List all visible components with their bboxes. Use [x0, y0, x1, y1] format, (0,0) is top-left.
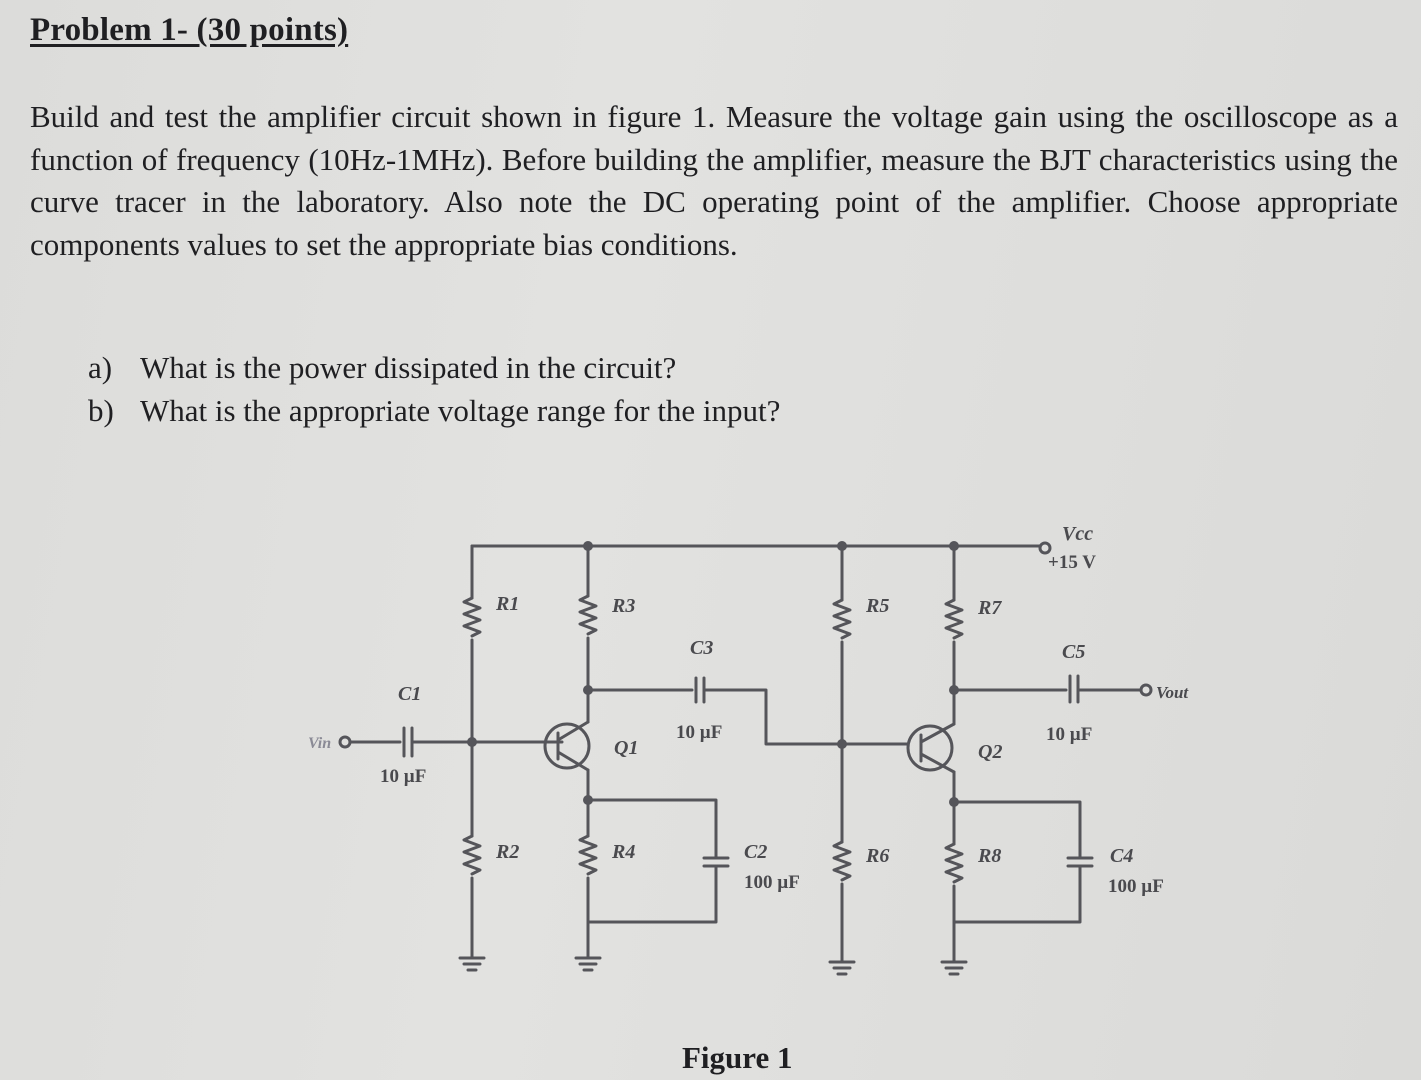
c3-value: 10 µF [676, 722, 722, 743]
question-a: a) What is the power dissipated in the c… [88, 346, 780, 389]
c1-value: 10 µF [380, 766, 426, 787]
figure-caption: Figure 1 [682, 1040, 793, 1075]
r3-label: R3 [611, 595, 635, 617]
vout-label: Vout [1156, 683, 1189, 702]
junction-dot [583, 795, 593, 805]
r7-label: R7 [977, 597, 1002, 619]
junction-dot [949, 685, 959, 695]
question-list: a) What is the power dissipated in the c… [88, 346, 780, 432]
resistor-r6 [832, 840, 852, 882]
question-b: b) What is the appropriate voltage range… [88, 389, 780, 432]
junction-dot [467, 737, 477, 747]
output-coupling-c5 [952, 674, 1142, 704]
c3-label: C3 [690, 637, 713, 659]
r6-label: R6 [865, 845, 889, 867]
bypass-capacitor-c4 [952, 800, 1094, 924]
question-label: a) [88, 350, 113, 385]
vcc-terminal [1038, 541, 1052, 555]
problem-statement: Build and test the amplifier circuit sho… [30, 99, 1398, 262]
junction-dot [949, 797, 959, 807]
ground-symbol [940, 960, 968, 976]
question-label: b) [88, 393, 114, 428]
r4-label: R4 [611, 841, 635, 863]
r2-label: R2 [495, 841, 519, 863]
r8-label: R8 [977, 845, 1001, 867]
ground-symbol [574, 956, 602, 972]
c1-label: C1 [398, 683, 421, 705]
resistor-r1 [462, 596, 482, 638]
transistor-q2 [906, 724, 954, 772]
q2-leads [919, 722, 956, 774]
q2-label: Q2 [978, 741, 1002, 763]
r1-label: R1 [495, 593, 519, 615]
resistor-r3 [578, 594, 598, 636]
vout-terminal [1139, 683, 1153, 697]
ground-symbol [828, 960, 856, 976]
bypass-capacitor-c2 [586, 798, 730, 924]
c5-label: C5 [1062, 641, 1085, 663]
junction-dot [837, 541, 847, 551]
c5-value: 10 µF [1046, 724, 1092, 745]
transistor-q1 [543, 722, 591, 770]
resistor-r7 [944, 598, 964, 640]
q1-label: Q1 [614, 737, 638, 759]
ground-symbol [458, 956, 486, 972]
question-text: What is the power dissipated in the circ… [140, 350, 677, 385]
r5-label: R5 [865, 595, 889, 617]
question-text: What is the appropriate voltage range fo… [140, 393, 781, 428]
c2-value: 100 µF [744, 872, 800, 893]
c4-label: C4 [1110, 845, 1133, 867]
vcc-label: Vcc [1062, 523, 1093, 545]
resistor-r5 [832, 598, 852, 640]
coupling-capacitor-c3 [586, 676, 844, 746]
problem-title: Problem 1- (30 points) [30, 12, 349, 48]
resistor-r8 [944, 842, 964, 884]
q1-leads [556, 720, 590, 772]
resistor-r2 [462, 834, 482, 876]
junction-dot [949, 541, 959, 551]
resistor-r4 [578, 834, 598, 876]
vin-label: Vin [308, 735, 331, 752]
input-coupling-c1 [348, 726, 564, 758]
junction-dot [583, 685, 593, 695]
c4-value: 100 µF [1108, 876, 1164, 897]
c2-label: C2 [744, 841, 767, 863]
vcc-value: +15 V [1048, 552, 1096, 573]
junction-dot [583, 541, 593, 551]
junction-dot [837, 739, 847, 749]
